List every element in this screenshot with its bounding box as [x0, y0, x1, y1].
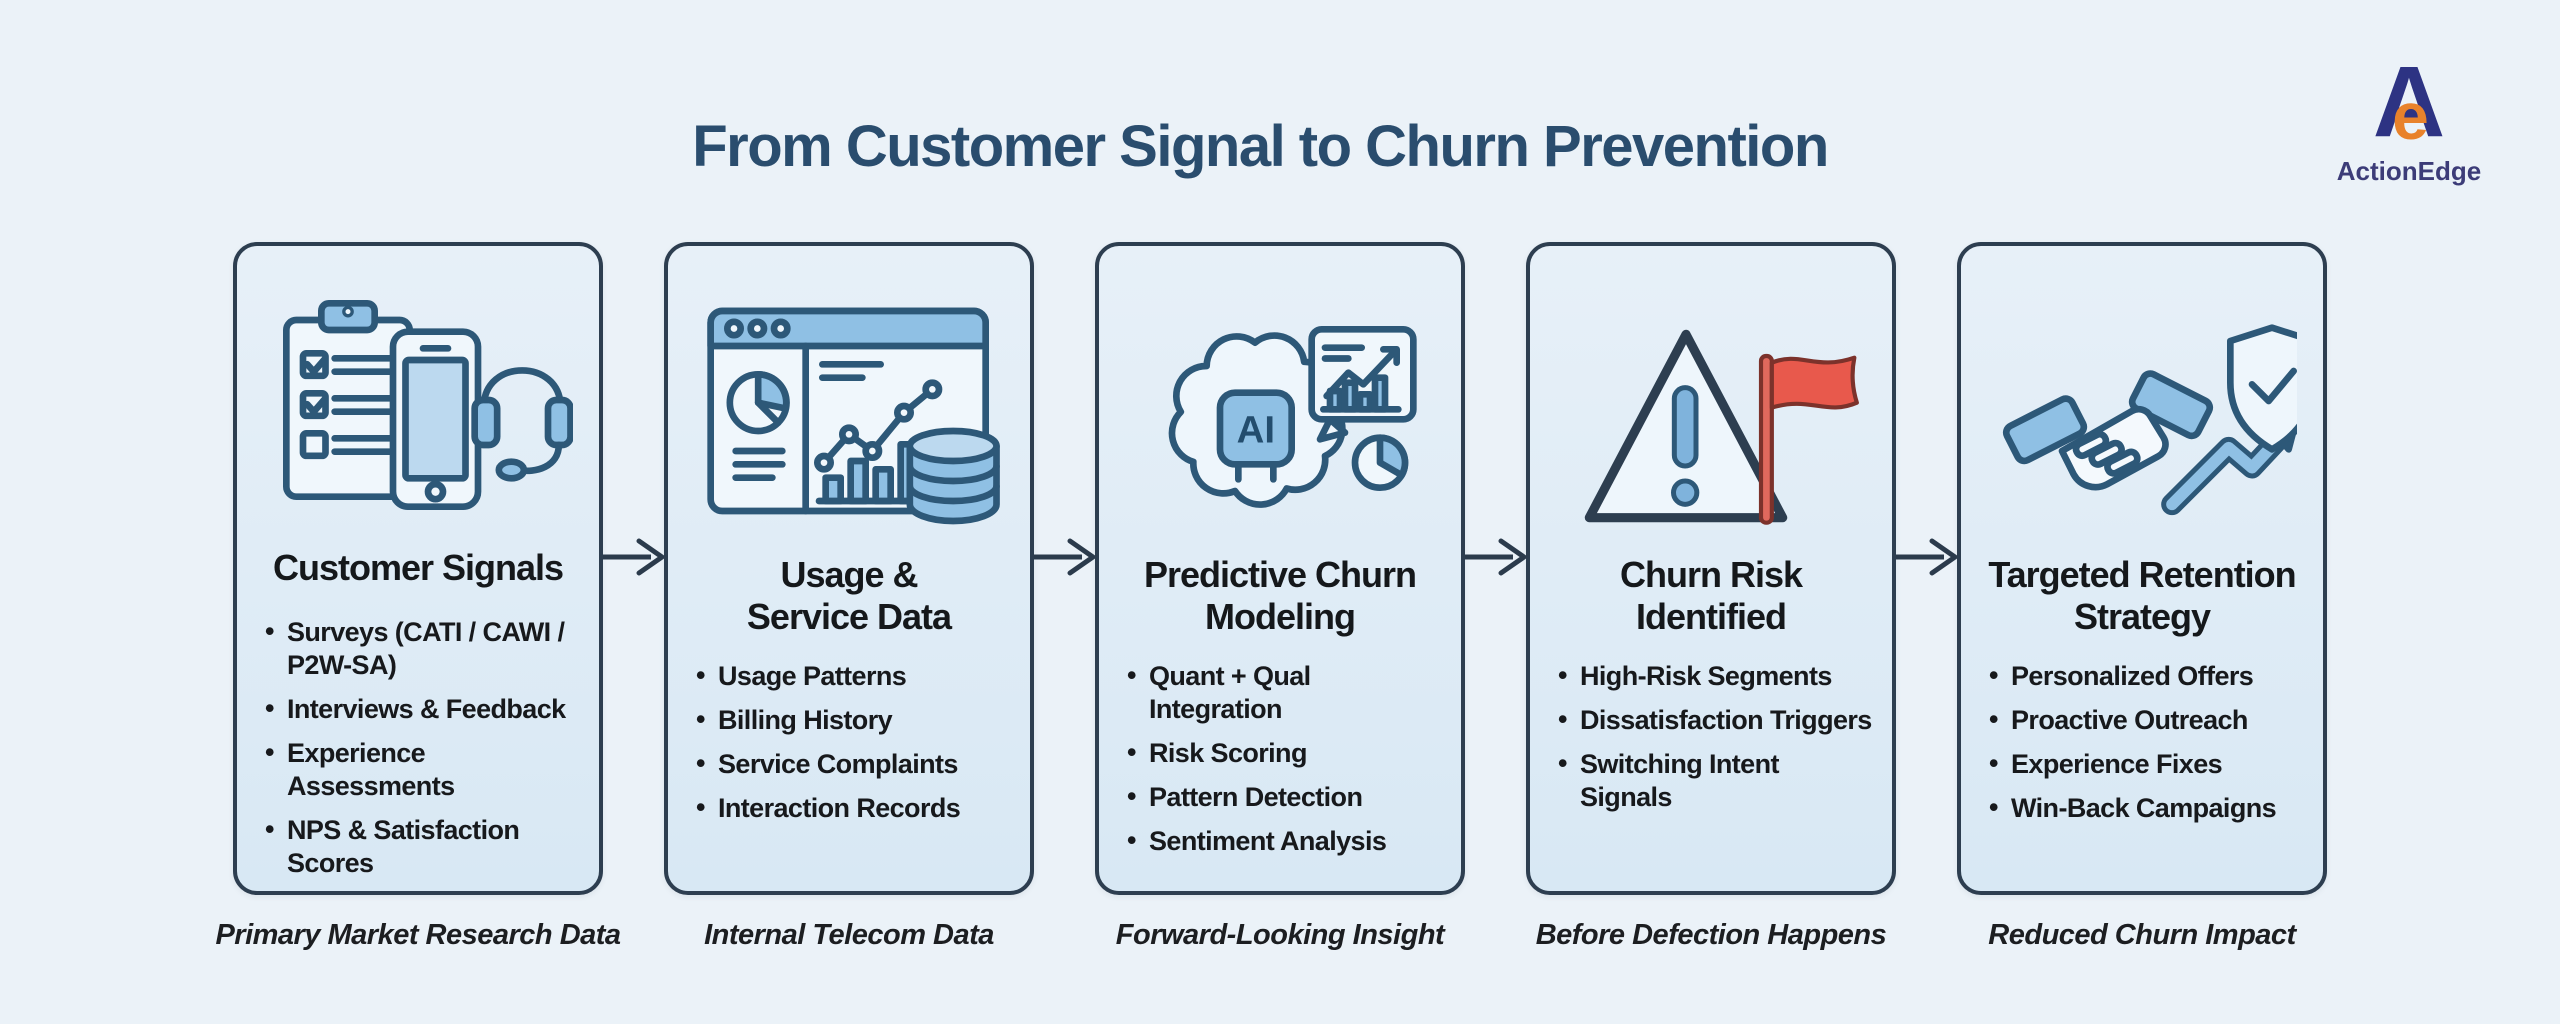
bullet-item: Switching Intent Signals [1556, 747, 1874, 814]
page-title: From Customer Signal to Churn Prevention [692, 113, 1829, 179]
flow-arrow [1465, 242, 1526, 895]
stage-card: Customer Signals Surveys (CATI / CAWI / … [233, 242, 603, 895]
bullet-item: Interaction Records [694, 791, 1012, 825]
logo-letter-a: A [2372, 46, 2446, 158]
bullet-item: Proactive Outreach [1987, 703, 2305, 737]
flow-arrow [1896, 242, 1957, 895]
flow-arrow-icon [1465, 538, 1526, 576]
stage-caption: Reduced Churn Impact [1988, 919, 2296, 951]
stage-caption: Primary Market Research Data [215, 919, 621, 951]
stage-title: Usage & Service Data [746, 553, 952, 637]
brand-logo: A e ActionEdge [2334, 46, 2484, 187]
bullet-item: Billing History [694, 703, 1012, 737]
stage-caption: Before Defection Happens [1535, 919, 1887, 951]
stage-card: Targeted Retention Strategy Personalized… [1957, 242, 2327, 895]
stage-title: Targeted Retention Strategy [1988, 553, 2296, 637]
bullet-item: Personalized Offers [1987, 659, 2305, 693]
bullet-item: Experience Assessments [263, 736, 581, 803]
stage-card: Churn Risk Identified High-Risk Segments… [1526, 242, 1896, 895]
warning-triangle-red-flag-icon [1584, 329, 1859, 525]
stage-caption: Internal Telecom Data [704, 919, 994, 951]
flow-arrow [1034, 242, 1095, 895]
stage-card: Usage & Service Data Usage Patterns Bill… [664, 242, 1034, 895]
stage-targeted-retention-strategy: Targeted Retention Strategy Personalized… [1957, 242, 2327, 952]
bullet-item: Risk Scoring [1125, 736, 1443, 770]
stage-caption: Forward-Looking Insight [1115, 919, 1445, 951]
bullet-item: Win-Back Campaigns [1987, 791, 2305, 825]
bullet-item: Quant + Qual Integration [1125, 659, 1443, 726]
stage-bullet-list: Quant + Qual Integration Risk Scoring Pa… [1099, 659, 1461, 869]
stage-title: Churn Risk Identified [1619, 553, 1803, 637]
stage-bullet-list: Surveys (CATI / CAWI / P2W-SA) Interview… [237, 615, 599, 891]
stage-bullet-list: Usage Patterns Billing History Service C… [668, 659, 1030, 836]
stage-bullet-list: High-Risk Segments Dissatisfaction Trigg… [1530, 659, 1892, 825]
flow-arrow [603, 242, 664, 895]
stage-title: Predictive Churn Modeling [1143, 553, 1417, 637]
stage-title: Customer Signals [272, 546, 564, 588]
flow-arrow-icon [1034, 538, 1095, 576]
flow-arrow-icon [603, 538, 664, 576]
bullet-item: Surveys (CATI / CAWI / P2W-SA) [263, 615, 581, 682]
stage-bullet-list: Personalized Offers Proactive Outreach E… [1961, 659, 2323, 836]
logo-letter-e: e [2392, 79, 2429, 153]
process-flow: Customer Signals Surveys (CATI / CAWI / … [0, 242, 2560, 952]
stage-churn-risk-identified: Churn Risk Identified High-Risk Segments… [1526, 242, 1896, 952]
ai-brain-analytics-icon: AI [1168, 326, 1417, 508]
ai-chip-label: AI [1237, 409, 1275, 452]
stage-usage-service-data: Usage & Service Data Usage Patterns Bill… [664, 242, 1034, 952]
flow-arrow-icon [1896, 538, 1957, 576]
bullet-item: Sentiment Analysis [1125, 824, 1443, 858]
stage-card: AI [1095, 242, 1465, 895]
bullet-item: Service Complaints [694, 747, 1012, 781]
stage-customer-signals: Customer Signals Surveys (CATI / CAWI / … [215, 242, 621, 952]
bullet-item: NPS & Satisfaction Scores [263, 813, 581, 880]
clipboard-phone-headset-icon [283, 300, 573, 510]
bullet-item: Interviews & Feedback [263, 692, 581, 726]
bullet-item: Dissatisfaction Triggers [1556, 703, 1874, 737]
bullet-item: Pattern Detection [1125, 780, 1443, 814]
bullet-item: Experience Fixes [1987, 747, 2305, 781]
bullet-item: High-Risk Segments [1556, 659, 1874, 693]
brand-logo-mark-icon: A e [2334, 46, 2484, 158]
brand-name: ActionEdge [2336, 156, 2482, 186]
bullet-item: Usage Patterns [694, 659, 1012, 693]
stage-predictive-churn-modeling: AI [1095, 242, 1465, 952]
handshake-shield-growth-icon [2002, 324, 2297, 516]
analytics-dashboard-database-icon [707, 307, 1000, 525]
